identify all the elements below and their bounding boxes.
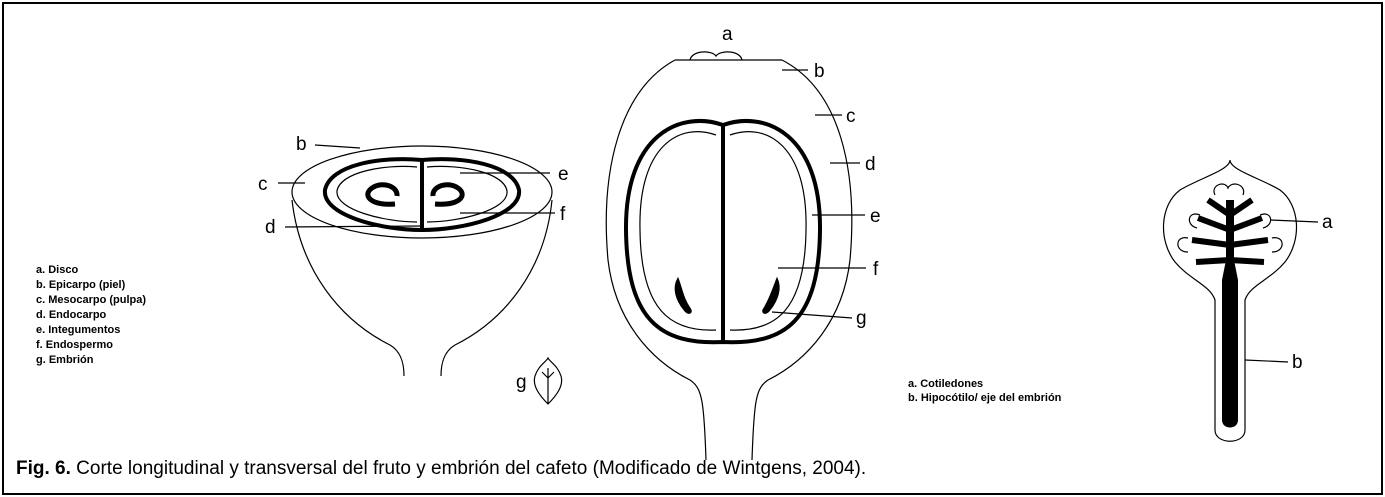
legend-item-f: f. Endospermo [36,339,113,351]
label-g: g [516,372,527,393]
label-c: c [258,174,268,195]
label-long-a: a [722,24,733,45]
label-long-g: g [856,308,867,329]
legend-item-d: d. Endocarpo [36,309,107,321]
legend-item-g: g. Embrión [36,354,94,366]
label-long-e: e [870,206,881,227]
label-embryo-b: b [1292,352,1303,373]
label-embryo-a: a [1322,212,1333,233]
legend-item-e: e. Integumentos [36,324,120,336]
caption-prefix: Fig. 6. [16,458,71,479]
legend-item-c: c. Mesocarpo (pulpa) [36,294,146,306]
label-long-b: b [814,61,825,82]
label-long-f: f [873,259,879,280]
legend-item-b: b. Epicarpo (piel) [36,279,126,291]
label-b: b [296,134,307,155]
embryo-legend-item-a: a. Cotiledones [908,378,983,390]
figure-border [3,3,1382,494]
label-e: e [558,164,569,185]
label-f: f [560,204,566,225]
caption-text: Corte longitudinal y transversal del fru… [71,458,866,479]
label-long-c: c [846,106,856,127]
label-long-d: d [865,154,876,175]
label-d: d [265,217,276,238]
figure-caption: Fig. 6. Corte longitudinal y transversal… [16,458,866,480]
embryo-legend-item-b: b. Hipocótilo/ eje del embrión [908,392,1062,404]
legend-item-a: a. Disco [36,264,78,276]
